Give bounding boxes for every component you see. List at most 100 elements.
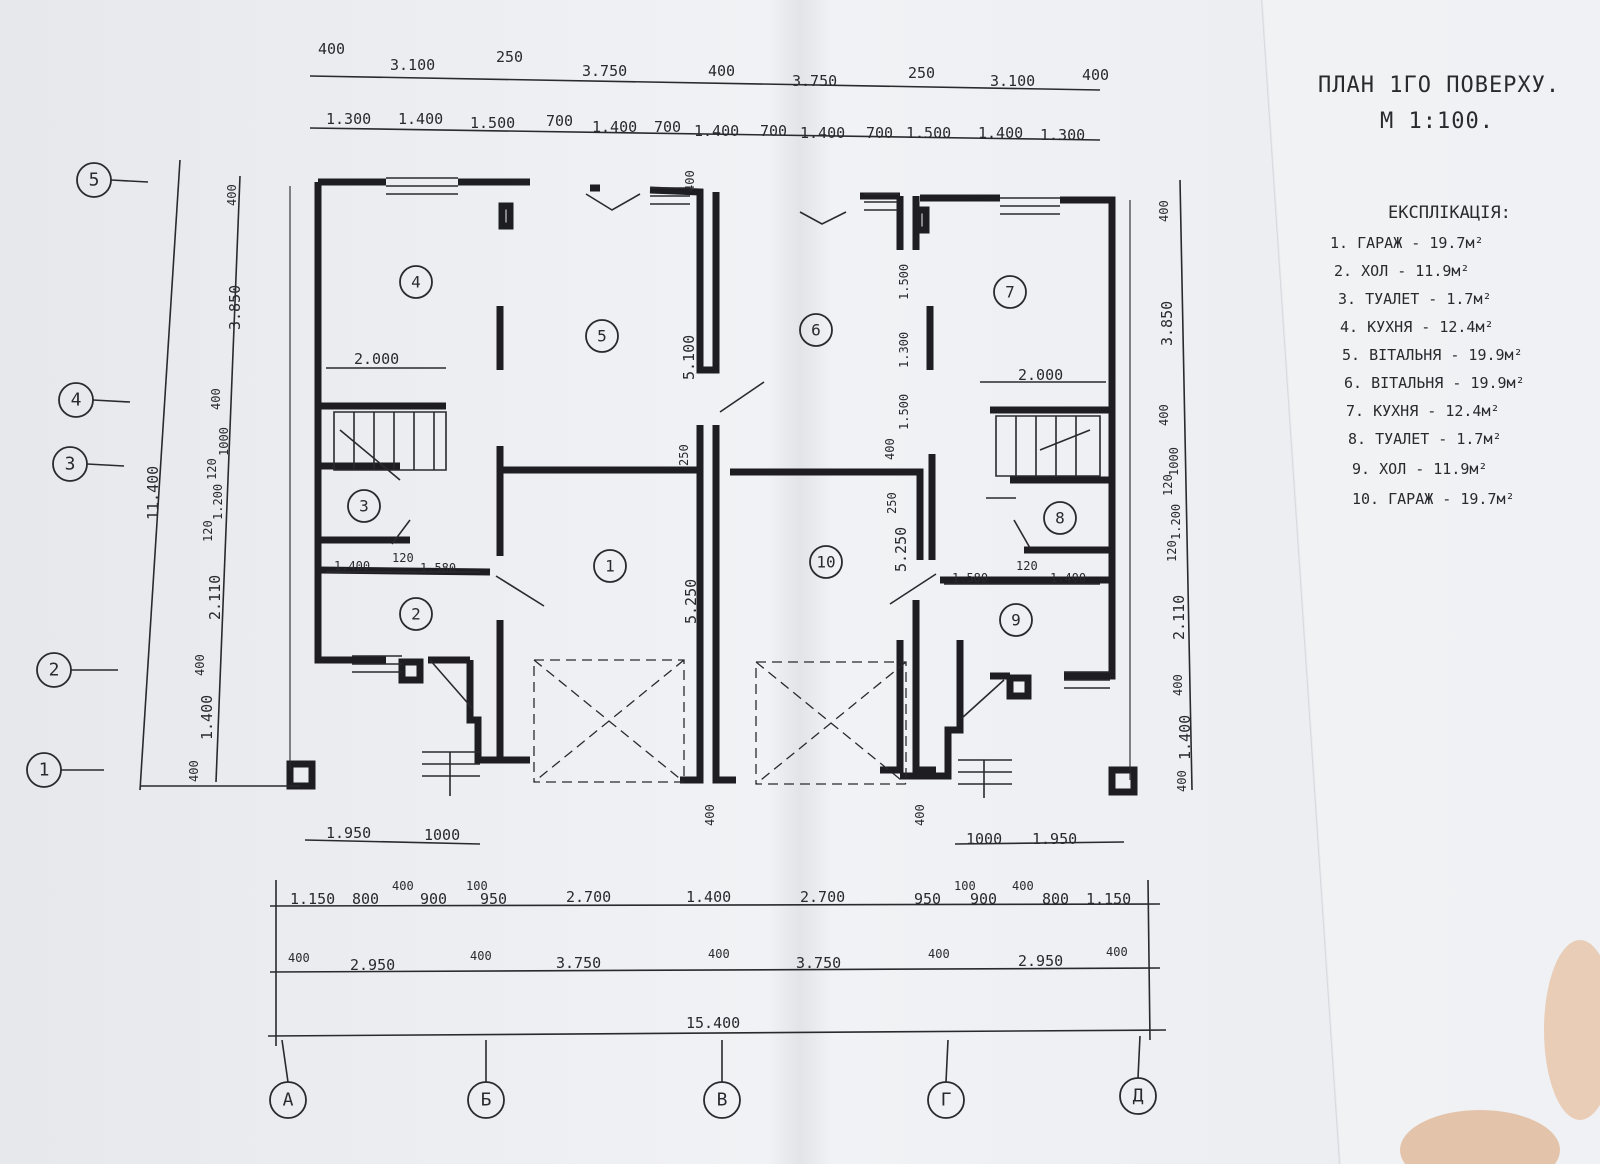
legend-item: 6. ВІТАЛЬНЯ - 19.9м² — [1344, 374, 1525, 392]
dim-label: 1000 — [424, 826, 460, 844]
legend-item: 5. ВІТАЛЬНЯ - 19.9м² — [1342, 346, 1523, 364]
room-number-10: 10 — [816, 553, 835, 572]
plan-title: ПЛАН 1ГО ПОВЕРХУ. — [1318, 73, 1560, 98]
dim-label: 1000 — [966, 830, 1002, 848]
room-circle — [399, 265, 433, 299]
plan-scale: М 1:100. — [1380, 109, 1494, 134]
dim-label: 1.500 — [897, 394, 911, 430]
room-circle — [399, 597, 433, 631]
dim-label: 400 — [1106, 945, 1128, 959]
dim-label: 900 — [420, 890, 447, 908]
dim-label: 800 — [352, 890, 379, 908]
dim-label: 1.580 — [420, 561, 456, 575]
legend-item: 3. ТУАЛЕТ - 1.7м² — [1338, 290, 1492, 308]
dim-label: 1.400 — [686, 888, 731, 906]
dim-label: 400 — [392, 879, 414, 893]
dim-label: 700 — [654, 118, 681, 136]
room-number-5: 5 — [597, 327, 607, 346]
room-circle — [999, 603, 1033, 637]
dim-label: 400 — [1157, 200, 1171, 222]
dim-label: 250 — [908, 64, 935, 82]
dim-label: 950 — [480, 890, 507, 908]
interior-dimensions: 2.000 1.400 120 1.580 2.000 1.580 120 1.… — [326, 170, 1106, 826]
dim-label: 120 — [205, 458, 219, 480]
dim-label: 250 — [885, 492, 899, 514]
dim-label: 700 — [866, 124, 893, 142]
room-number-6: 6 — [811, 321, 821, 340]
dim-label: 400 — [1157, 404, 1171, 426]
dim-label: 400 — [209, 388, 223, 410]
axis-label-a: А — [283, 1090, 294, 1111]
dim-label: 2.700 — [800, 888, 845, 906]
dim-label: 400 — [683, 170, 697, 192]
dim-label: 700 — [546, 112, 573, 130]
finger-shape-bottom — [1400, 1110, 1560, 1164]
dim-label: 100 — [954, 879, 976, 893]
dim-label: 120 — [201, 520, 215, 542]
legend-item: 2. ХОЛ - 11.9м² — [1334, 262, 1469, 280]
room-number-1: 1 — [605, 557, 615, 576]
legend-item: 7. КУХНЯ - 12.4м² — [1346, 402, 1500, 420]
entry-steps — [422, 751, 1012, 798]
dim-label: 1.500 — [470, 114, 515, 132]
room-number-4: 4 — [411, 273, 421, 292]
axis-label-g: Г — [941, 1090, 952, 1111]
axis-label-4: 4 — [71, 390, 82, 411]
room-circle — [993, 275, 1027, 309]
room-markers: 1 2 3 4 5 6 7 8 9 10 — [347, 265, 1077, 637]
right-dimension-chain: 400 3.850 400 1000 120 1.200 120 2.110 4… — [1157, 179, 1194, 792]
dim-label: 1.200 — [1169, 504, 1183, 540]
dim-label: 1.580 — [952, 571, 988, 585]
dim-label: 1000 — [217, 427, 231, 456]
dim-label: 1.500 — [897, 264, 911, 300]
dim-label: 250 — [496, 48, 523, 66]
dim-label: 1.950 — [326, 824, 371, 842]
legend-item: 4. КУХНЯ - 12.4м² — [1340, 318, 1494, 336]
room-circle — [593, 549, 627, 583]
dim-label: 800 — [1042, 890, 1069, 908]
dim-label: 400 — [225, 184, 239, 206]
windows — [352, 177, 1110, 689]
doors — [391, 193, 1031, 719]
dim-label: 400 — [1012, 879, 1034, 893]
dim-label: 1.300 — [1040, 126, 1085, 144]
dim-label: 1.200 — [211, 484, 225, 520]
axis-label-1: 1 — [39, 760, 50, 781]
dim-label: 250 — [677, 444, 691, 466]
dim-label: 5.250 — [892, 527, 910, 572]
axis-markers-horizontal: А Б В Г Д — [269, 1035, 1157, 1119]
dim-label: 1.400 — [694, 122, 739, 140]
axis-label-d: Д — [1133, 1086, 1144, 1107]
axis-label-3: 3 — [65, 454, 76, 475]
dim-label: 400 — [708, 62, 735, 80]
stairs — [333, 411, 1101, 481]
dim-label: 100 — [466, 879, 488, 893]
room-number-3: 3 — [359, 497, 369, 516]
legend-heading: ЕКСПЛІКАЦІЯ: — [1388, 203, 1511, 223]
axis-label-5: 5 — [89, 170, 100, 191]
dim-label: 2.950 — [350, 956, 395, 974]
legend-item: 8. ТУАЛЕТ - 1.7м² — [1348, 430, 1502, 448]
dim-label: 3.850 — [1158, 301, 1176, 346]
finger-shape — [1544, 940, 1600, 1120]
dim-label: 2.000 — [1018, 366, 1063, 384]
dim-label: 120 — [1165, 540, 1179, 562]
garage-doors — [533, 659, 907, 785]
dim-label: 1.400 — [398, 110, 443, 128]
dim-label: 120 — [392, 551, 414, 565]
dim-label: 400 — [1175, 770, 1189, 792]
dim-label: 3.750 — [556, 954, 601, 972]
dim-label: 1.300 — [326, 110, 371, 128]
dim-label: 700 — [760, 122, 787, 140]
legend-item: 9. ХОЛ - 11.9м² — [1352, 460, 1487, 478]
dim-label: 400 — [703, 804, 717, 826]
room-number-8: 8 — [1055, 509, 1065, 528]
outer-lines — [140, 186, 1131, 787]
dim-label: 1.150 — [290, 890, 335, 908]
dim-label: 400 — [193, 654, 207, 676]
dim-label: 2.950 — [1018, 952, 1063, 970]
dim-label: 1.400 — [1050, 571, 1086, 585]
paper-edge-right — [1262, 0, 1600, 1164]
